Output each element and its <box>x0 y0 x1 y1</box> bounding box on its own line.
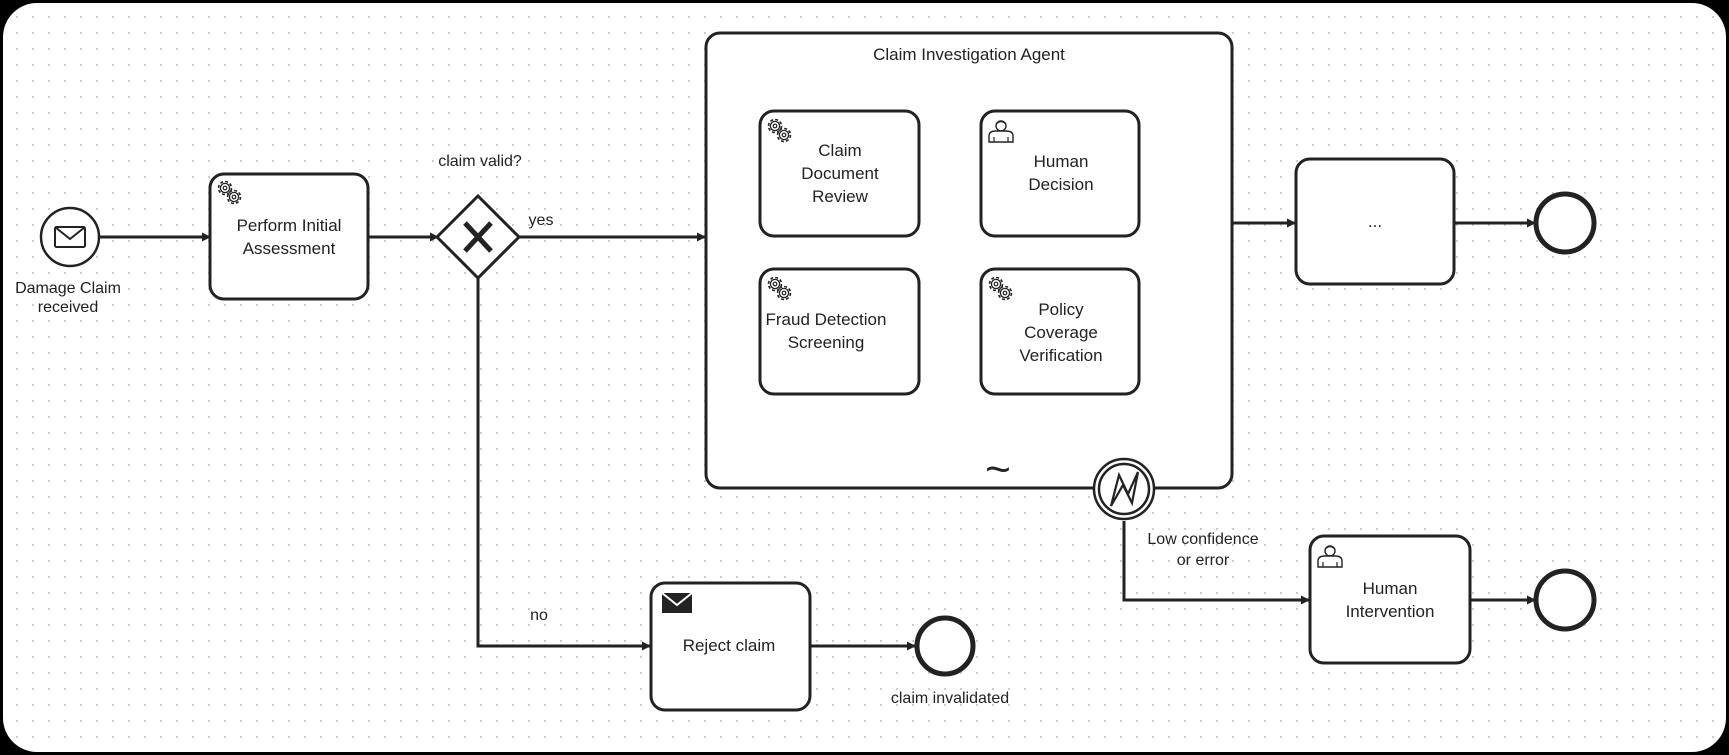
end-event-intervention[interactable] <box>1533 568 1597 632</box>
task-human-intervention[interactable]: Human Intervention <box>1308 534 1472 665</box>
start-event-label-1: Damage Claim <box>15 280 121 297</box>
task-label-2: Document <box>801 164 879 183</box>
gateway-label: claim valid? <box>438 153 522 170</box>
boundary-error-event[interactable] <box>1092 457 1156 521</box>
task-next-steps[interactable]: ... <box>1294 157 1456 286</box>
task-label-2: Coverage <box>1024 323 1098 342</box>
task-label: ... <box>1368 212 1382 231</box>
flow-gateway-no[interactable] <box>476 278 651 651</box>
task-label-1: Perform Initial <box>237 216 342 235</box>
task-human-decision[interactable]: Human Decision <box>979 109 1141 238</box>
start-event-damage-claim[interactable] <box>39 206 101 268</box>
task-label-3: Review <box>812 187 868 206</box>
end-event-label: claim invalidated <box>891 690 1009 707</box>
task-claim-document-review[interactable]: Claim Document Review <box>758 109 921 238</box>
error-icon <box>1109 471 1140 507</box>
task-label-2: Screening <box>788 333 865 352</box>
x-marker-icon <box>463 221 493 253</box>
sequence-flows <box>99 218 1536 651</box>
subprocess-claim-investigation-agent[interactable]: Claim Investigation Agent ~ <box>704 31 1234 494</box>
flow-error-to-intervention[interactable] <box>1122 521 1310 605</box>
error-condition-label-1: Low confidence <box>1147 531 1258 548</box>
task-label-3: Verification <box>1019 346 1102 365</box>
exclusive-gateway[interactable] <box>434 193 522 281</box>
no-label: no <box>530 607 548 624</box>
send-message-icon <box>661 592 693 613</box>
start-event-label-2: received <box>38 299 98 316</box>
task-label-2: Intervention <box>1346 602 1435 621</box>
task-label-1: Human <box>1363 579 1418 598</box>
task-fraud-detection-screening[interactable]: Fraud Detection Screening <box>758 267 921 396</box>
ad-hoc-marker: ~ <box>985 445 1011 494</box>
task-label: Reject claim <box>683 636 776 655</box>
task-label-1: Policy <box>1038 300 1084 319</box>
task-reject-claim[interactable]: Reject claim <box>649 581 812 712</box>
task-label-2: Decision <box>1028 175 1093 194</box>
diagram-canvas: Damage Claim received Perform Initial As… <box>3 3 1726 752</box>
task-label-1: Human <box>1034 152 1089 171</box>
end-event-main[interactable] <box>1533 191 1597 255</box>
task-label-2: Assessment <box>243 239 336 258</box>
yes-label: yes <box>529 212 554 229</box>
task-perform-initial-assessment[interactable]: Perform Initial Assessment <box>208 172 370 301</box>
end-event-claim-invalidated[interactable] <box>914 615 976 677</box>
task-label-1: Claim <box>818 141 861 160</box>
message-icon <box>54 226 86 248</box>
task-policy-coverage-verification[interactable]: Policy Coverage Verification <box>979 267 1141 396</box>
task-label-1: Fraud Detection <box>766 310 887 329</box>
subprocess-title: Claim Investigation Agent <box>873 45 1065 64</box>
bpmn-diagram: Damage Claim received Perform Initial As… <box>15 31 1597 712</box>
error-condition-label-2: or error <box>1177 552 1230 569</box>
